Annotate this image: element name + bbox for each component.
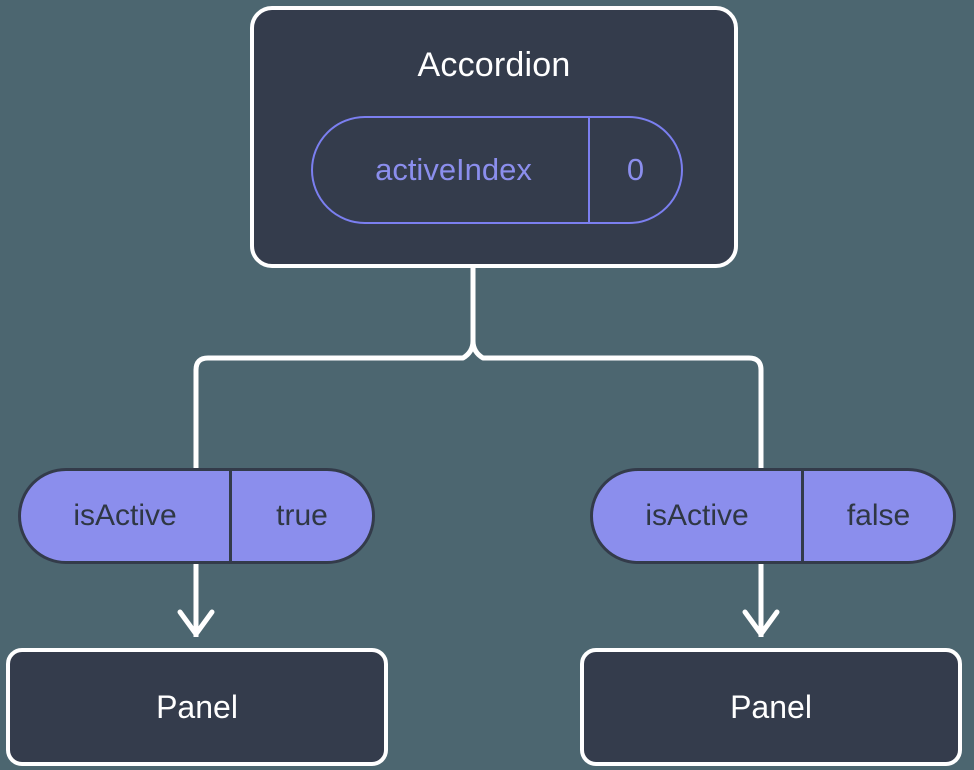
prop-pill-value: false bbox=[846, 499, 911, 532]
panel-node-left[interactable]: Panel bbox=[6, 648, 388, 766]
state-pill-active-index[interactable]: activeIndex 0 bbox=[311, 116, 683, 224]
prop-pill-value: true bbox=[276, 499, 328, 532]
panel-label: Panel bbox=[156, 688, 238, 725]
panel-label: Panel bbox=[730, 688, 812, 725]
prop-pill-key: isActive bbox=[21, 471, 232, 561]
accordion-title: Accordion bbox=[417, 46, 571, 84]
prop-pill-key: isActive bbox=[593, 471, 804, 561]
state-pill-value: 0 bbox=[626, 152, 645, 187]
state-pill-key: activeIndex bbox=[313, 118, 590, 222]
prop-pill-is-active-true[interactable]: isActive true bbox=[18, 468, 375, 564]
prop-pill-is-active-false[interactable]: isActive false bbox=[590, 468, 956, 564]
panel-node-right[interactable]: Panel bbox=[580, 648, 962, 766]
